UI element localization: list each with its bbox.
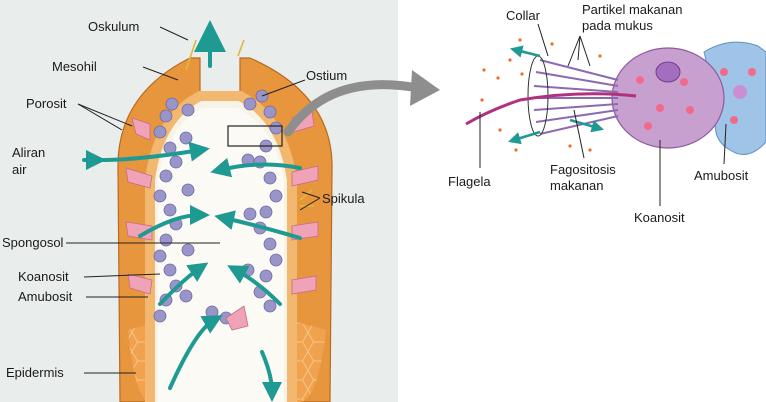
label-ostium: Ostium — [306, 68, 347, 83]
food-particles — [480, 38, 602, 152]
label-epidermis: Epidermis — [6, 365, 64, 380]
label-amubosit-left: Amubosit — [18, 289, 73, 304]
zoom-pointer-arrow — [283, 80, 423, 137]
label-koanosit-right: Koanosit — [634, 210, 685, 225]
flagella — [465, 92, 637, 126]
label-flagela: Flagela — [448, 174, 491, 189]
label-air: air — [12, 162, 27, 177]
right-leader-lines — [479, 23, 727, 206]
koanosit-cell — [611, 47, 725, 149]
label-spikula: Spikula — [322, 191, 365, 206]
sponge-body — [117, 57, 333, 402]
label-mesohil: Mesohil — [52, 59, 97, 74]
label-amubosit-right: Amubosit — [694, 168, 749, 183]
label-spongosol: Spongosol — [2, 235, 64, 250]
label-collar: Collar — [506, 8, 541, 23]
water-flow-arrows — [82, 20, 302, 402]
zoom-highlight-box — [227, 125, 283, 147]
label-oskulum: Oskulum — [88, 19, 139, 34]
label-porosit: Porosit — [26, 96, 67, 111]
collar-flow-arrows — [508, 45, 605, 145]
label-fagositosis-1: Fagositosis — [550, 162, 616, 177]
zoom-pointer-arrowhead — [410, 70, 440, 106]
label-aliran: Aliran — [12, 145, 45, 160]
label-fagositosis-2: makanan — [550, 178, 603, 193]
collar-microvilli — [527, 55, 619, 137]
label-partikel-2: pada mukus — [582, 18, 653, 33]
label-partikel-1: Partikel makanan — [582, 2, 682, 17]
left-leader-lines — [66, 26, 321, 374]
choanocyte-cells-left — [153, 97, 195, 323]
label-koanosit-left: Koanosit — [18, 269, 69, 284]
porocyte-cells — [125, 109, 319, 331]
